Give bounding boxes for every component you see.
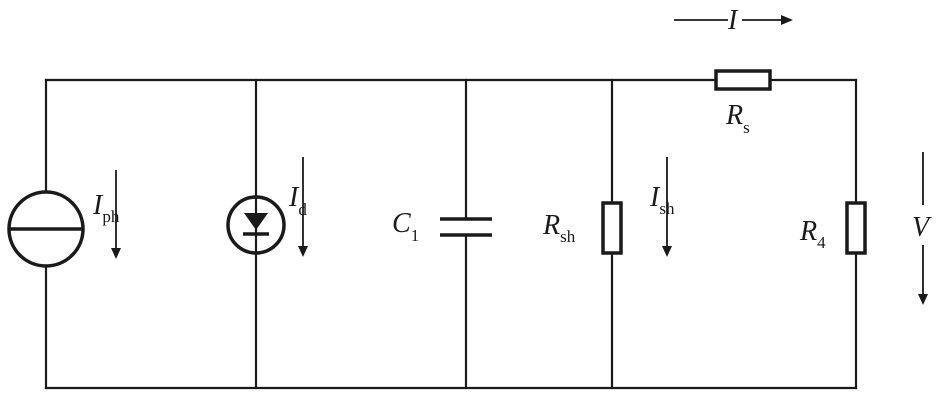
output-current-label: I xyxy=(727,5,739,36)
id-arrow xyxy=(298,157,308,257)
r4-label: R4 xyxy=(799,216,826,252)
ish-label: Ish xyxy=(649,182,675,218)
output-current-arrow xyxy=(674,15,793,25)
iph-arrow xyxy=(111,170,121,259)
output-voltage-label: V xyxy=(912,212,932,243)
rsh-label: Rsh xyxy=(542,210,576,246)
iph-label: Iph xyxy=(92,190,120,226)
diode-branch xyxy=(226,78,286,390)
id-label: Id xyxy=(288,182,307,219)
shunt-resistor-symbol xyxy=(601,201,623,255)
load-resistor-symbol xyxy=(845,201,867,255)
current-source-branch xyxy=(7,78,85,390)
capacitor-branch xyxy=(440,78,492,390)
ish-arrow xyxy=(662,157,672,257)
output-voltage-arrow xyxy=(918,152,928,305)
c1-label: C1 xyxy=(392,208,419,245)
shunt-resistor-branch xyxy=(601,78,623,390)
series-resistor-symbol xyxy=(714,69,772,91)
rs-label: Rs xyxy=(725,100,750,137)
load-resistor-branch xyxy=(845,78,867,390)
